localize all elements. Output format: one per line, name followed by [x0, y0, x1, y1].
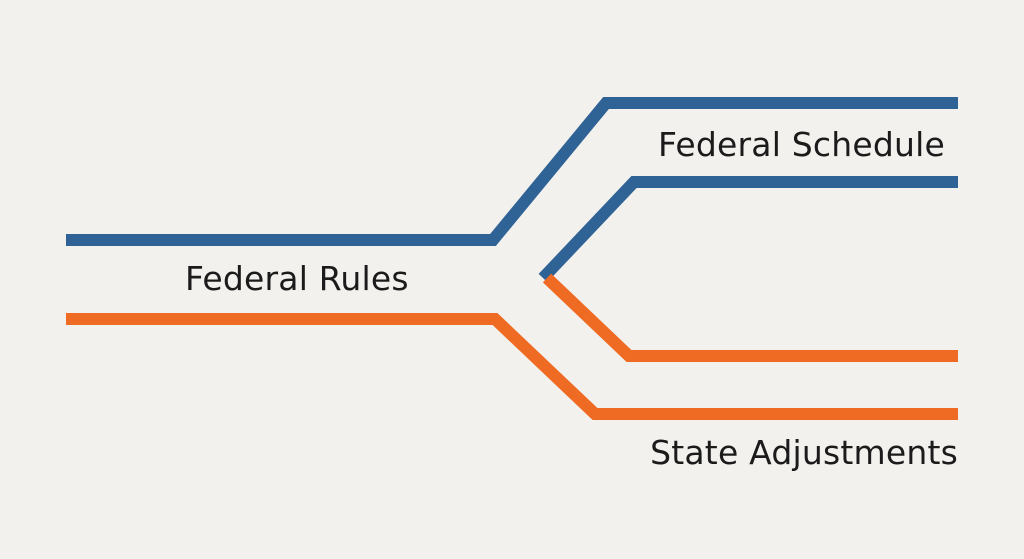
- federal-line-branch: [538, 176, 958, 283]
- federal-schedule-label: Federal Schedule: [657, 125, 945, 164]
- state-line-branch: [542, 273, 958, 362]
- state-line-bottom: [66, 313, 958, 420]
- federal-line-top: [66, 97, 958, 246]
- state-adjustments-label: State Adjustments: [650, 433, 958, 472]
- federal-rules-label: Federal Rules: [185, 259, 409, 298]
